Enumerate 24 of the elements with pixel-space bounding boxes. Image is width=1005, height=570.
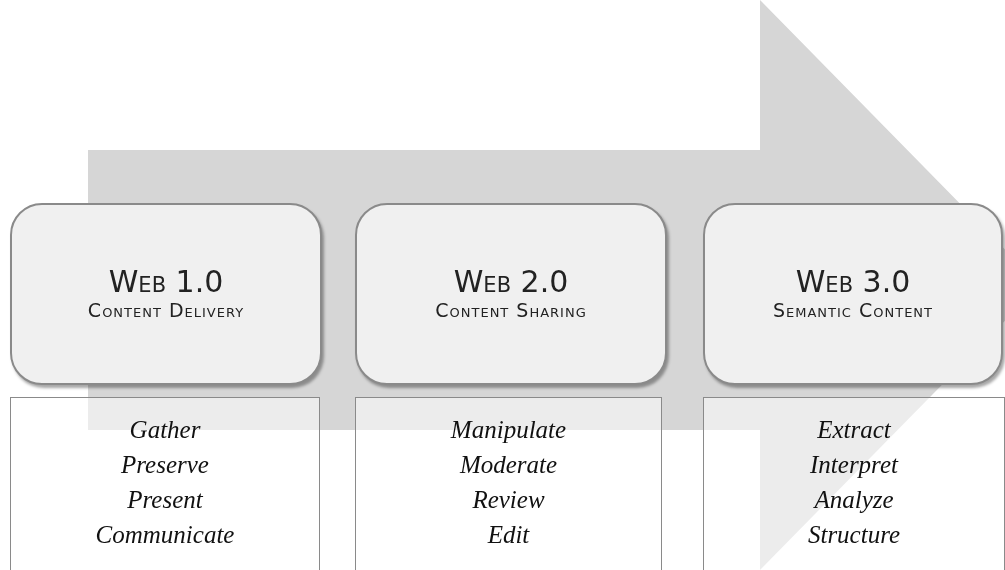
- activity-text: Gather: [129, 415, 201, 445]
- stage-box: [703, 203, 1003, 385]
- activity-text: Moderate: [459, 450, 558, 480]
- stage-box: [355, 203, 667, 385]
- activity-text: Manipulate: [450, 415, 567, 445]
- stage-title: Web 1.0: [108, 265, 224, 299]
- activity-text: Analyze: [814, 485, 894, 515]
- stage-subtitle: Semantic Content: [772, 298, 933, 323]
- activity-text: Structure: [807, 520, 901, 550]
- activity-text: Edit: [487, 520, 530, 550]
- stage-subtitle: Content Sharing: [435, 298, 587, 323]
- activity-list-box: [10, 397, 320, 570]
- activity-list-box: [355, 397, 662, 570]
- stage-title: Web 3.0: [795, 265, 911, 299]
- activity-text: Extract: [817, 415, 891, 445]
- stage-title: Web 2.0: [453, 265, 569, 299]
- activity-text: Present: [127, 485, 203, 515]
- activity-text: Preserve: [121, 450, 209, 480]
- activity-text: Communicate: [95, 520, 235, 550]
- stage-subtitle: Content Delivery: [87, 298, 245, 323]
- activity-list-box: [703, 397, 1005, 570]
- activity-text: Review: [472, 485, 545, 515]
- activity-text: Interpret: [810, 450, 898, 480]
- stage-box: [10, 203, 322, 385]
